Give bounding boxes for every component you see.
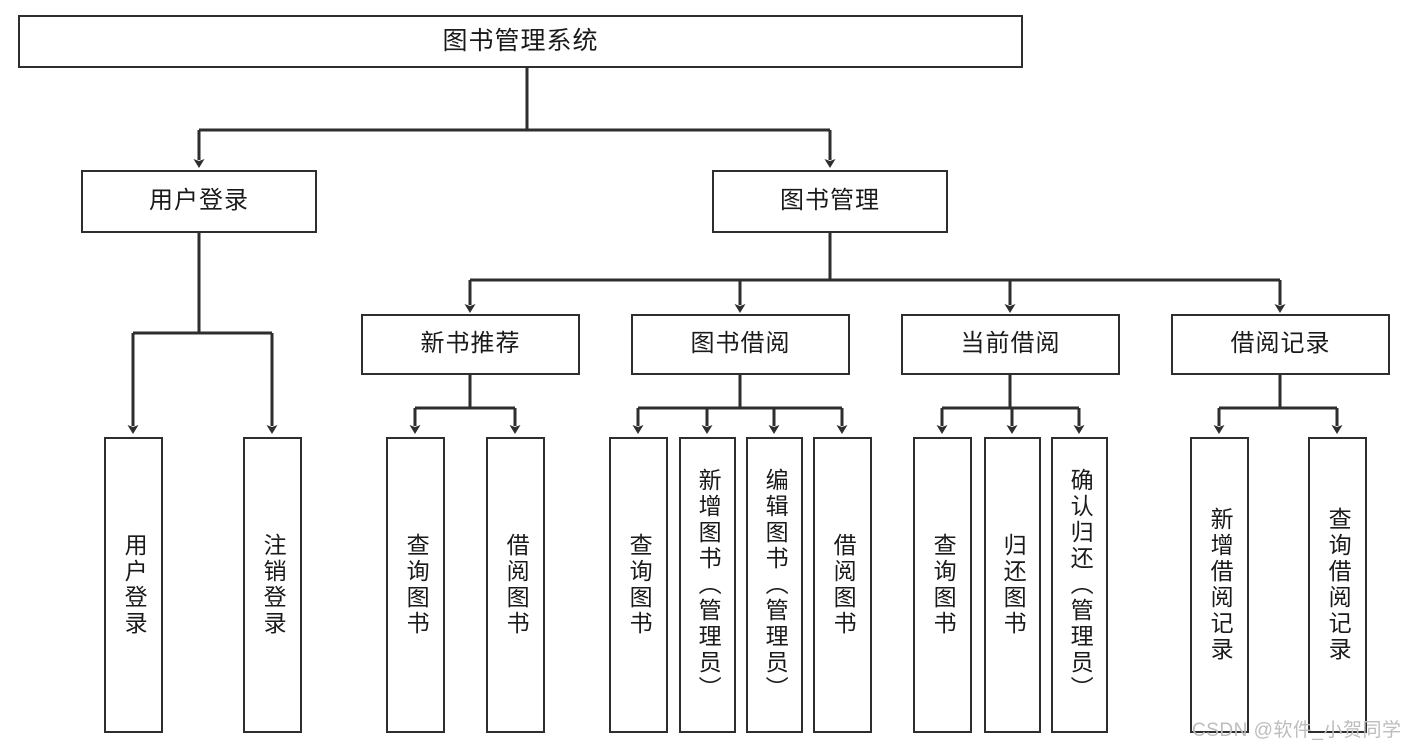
node-user-login-label: 用户登录: [149, 187, 249, 215]
node-new-book-recommend-label: 新书推荐: [420, 330, 521, 358]
node-leaf-label: 归还图书: [1000, 533, 1027, 637]
node-leaf[interactable]: 新增借阅记录: [1190, 437, 1249, 733]
node-leaf[interactable]: 新增图书（管理员）: [679, 437, 736, 733]
node-leaf[interactable]: 借阅图书: [486, 437, 545, 733]
node-new-book-recommend[interactable]: 新书推荐: [361, 314, 580, 375]
node-root-label: 图书管理系统: [442, 26, 599, 55]
csdn-watermark: CSDN @软件_小贺同学: [1192, 720, 1402, 741]
node-leaf-label: 借阅图书: [503, 533, 530, 637]
node-current-borrow[interactable]: 当前借阅: [901, 314, 1120, 375]
node-leaf[interactable]: 确认归还（管理员）: [1051, 437, 1108, 733]
node-leaf-label: 查询图书: [403, 533, 430, 637]
node-leaf[interactable]: 注销登录: [243, 437, 302, 733]
node-root[interactable]: 图书管理系统: [18, 15, 1023, 68]
node-leaf-label: 查询图书: [626, 533, 653, 637]
node-leaf-label: 新增图书（管理员）: [695, 468, 722, 702]
node-leaf[interactable]: 查询借阅记录: [1308, 437, 1367, 733]
node-leaf[interactable]: 查询图书: [913, 437, 972, 733]
node-leaf-label: 查询图书: [930, 533, 957, 637]
node-user-login[interactable]: 用户登录: [81, 170, 317, 233]
node-leaf[interactable]: 归还图书: [984, 437, 1041, 733]
node-borrow-record-label: 借阅记录: [1230, 330, 1331, 358]
node-book-borrow-label: 图书借阅: [690, 330, 791, 358]
node-leaf[interactable]: 编辑图书（管理员）: [746, 437, 803, 733]
node-book-management-label: 图书管理: [780, 187, 880, 215]
node-leaf-label: 确认归还（管理员）: [1067, 468, 1094, 702]
node-leaf-label: 注销登录: [260, 533, 287, 637]
node-leaf[interactable]: 查询图书: [609, 437, 668, 733]
node-current-borrow-label: 当前借阅: [960, 330, 1061, 358]
node-leaf-label: 新增借阅记录: [1207, 507, 1234, 663]
node-leaf-label: 用户登录: [121, 533, 148, 637]
node-leaf[interactable]: 查询图书: [386, 437, 445, 733]
node-book-management[interactable]: 图书管理: [712, 170, 948, 233]
node-leaf[interactable]: 用户登录: [104, 437, 163, 733]
node-book-borrow[interactable]: 图书借阅: [631, 314, 850, 375]
node-leaf[interactable]: 借阅图书: [813, 437, 872, 733]
node-leaf-label: 借阅图书: [830, 533, 857, 637]
node-leaf-label: 查询借阅记录: [1325, 507, 1352, 663]
node-leaf-label: 编辑图书（管理员）: [762, 468, 789, 702]
node-borrow-record[interactable]: 借阅记录: [1171, 314, 1390, 375]
